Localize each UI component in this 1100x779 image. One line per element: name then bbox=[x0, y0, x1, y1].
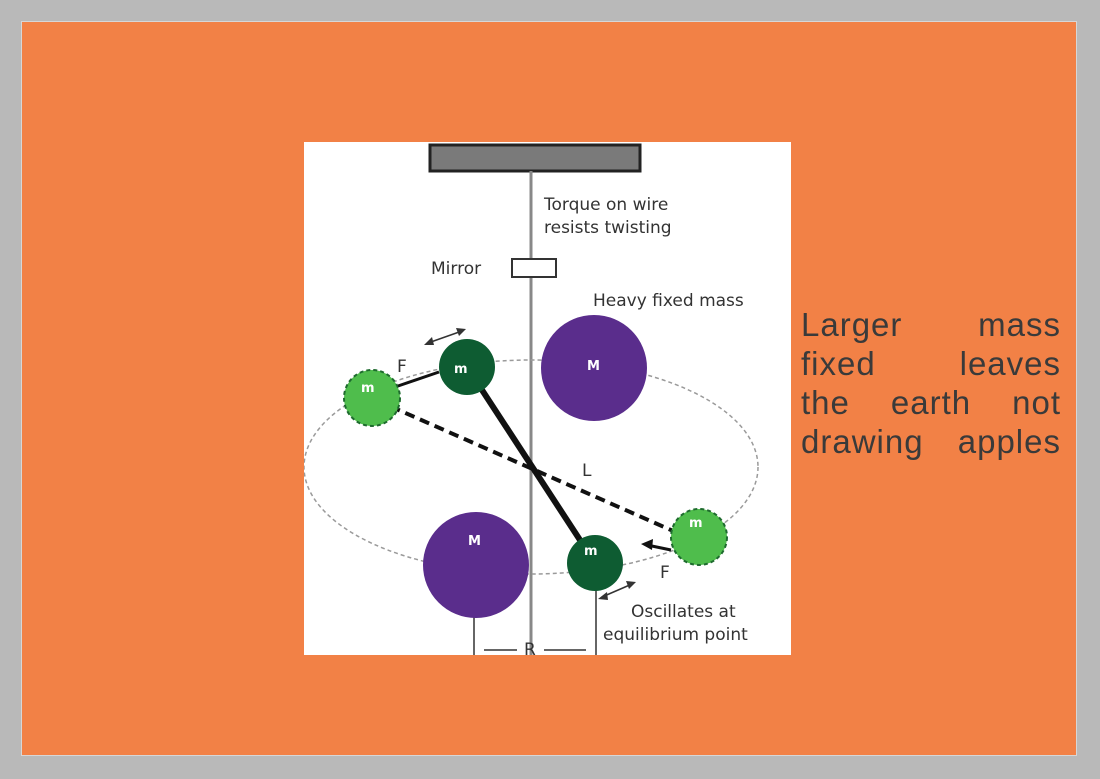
oscillation-arrowhead-top-a bbox=[424, 337, 434, 345]
displaced-beam bbox=[375, 398, 690, 540]
force-label-bottom: F bbox=[660, 563, 670, 583]
force-arrowhead-bottom bbox=[641, 539, 653, 550]
torsion-balance-diagram: M M m m m m Torque on wire bbox=[304, 142, 791, 655]
force-arrow-top bbox=[397, 370, 440, 388]
oscillates-label-line2: equilibrium point bbox=[603, 625, 748, 645]
heavy-fixed-mass-label: Heavy fixed mass bbox=[593, 291, 744, 311]
oscillation-arrowhead-bottom-b bbox=[626, 581, 636, 589]
mirror bbox=[511, 258, 557, 278]
caption-text: Larger mass fixed leaves the earth not d… bbox=[801, 305, 1061, 461]
large-mass-top bbox=[541, 315, 647, 421]
caption-line-3: the earth not bbox=[801, 384, 1061, 421]
caption-line-1: Larger mass bbox=[801, 306, 1061, 343]
large-mass-bottom-label: M bbox=[468, 534, 481, 549]
small-mass-current-bottom bbox=[567, 535, 623, 591]
torque-label-line2: resists twisting bbox=[544, 218, 672, 238]
oscillation-arrow-top bbox=[427, 330, 463, 344]
orbit-path bbox=[304, 359, 759, 575]
radius-label: R bbox=[524, 640, 536, 655]
large-mass-top-label: M bbox=[587, 359, 600, 374]
small-mass-displaced-right-label: m bbox=[689, 516, 703, 531]
small-mass-current-top bbox=[439, 339, 495, 395]
small-mass-displaced-left-label: m bbox=[361, 381, 375, 396]
force-label-top: F bbox=[397, 357, 407, 377]
ceiling-support bbox=[428, 143, 642, 173]
large-mass-bottom bbox=[423, 512, 529, 618]
small-mass-displaced-right bbox=[670, 508, 728, 566]
mirror-label: Mirror bbox=[431, 259, 481, 279]
small-mass-current-top-label: m bbox=[454, 362, 468, 377]
oscillates-label-line1: Oscillates at bbox=[631, 602, 736, 622]
torque-label-line1: Torque on wire bbox=[543, 195, 668, 215]
caption-line-4: drawing apples bbox=[801, 423, 1061, 460]
small-mass-displaced-left bbox=[343, 369, 401, 427]
slide-background: M M m m m m Torque on wire bbox=[22, 22, 1076, 755]
oscillation-arrowhead-bottom-a bbox=[598, 592, 608, 600]
oscillation-arrowhead-top-b bbox=[456, 328, 466, 336]
length-label: L bbox=[582, 461, 592, 481]
small-mass-current-bottom-label: m bbox=[584, 544, 598, 559]
caption-line-2: fixed leaves bbox=[801, 345, 1061, 382]
current-beam bbox=[464, 365, 598, 565]
